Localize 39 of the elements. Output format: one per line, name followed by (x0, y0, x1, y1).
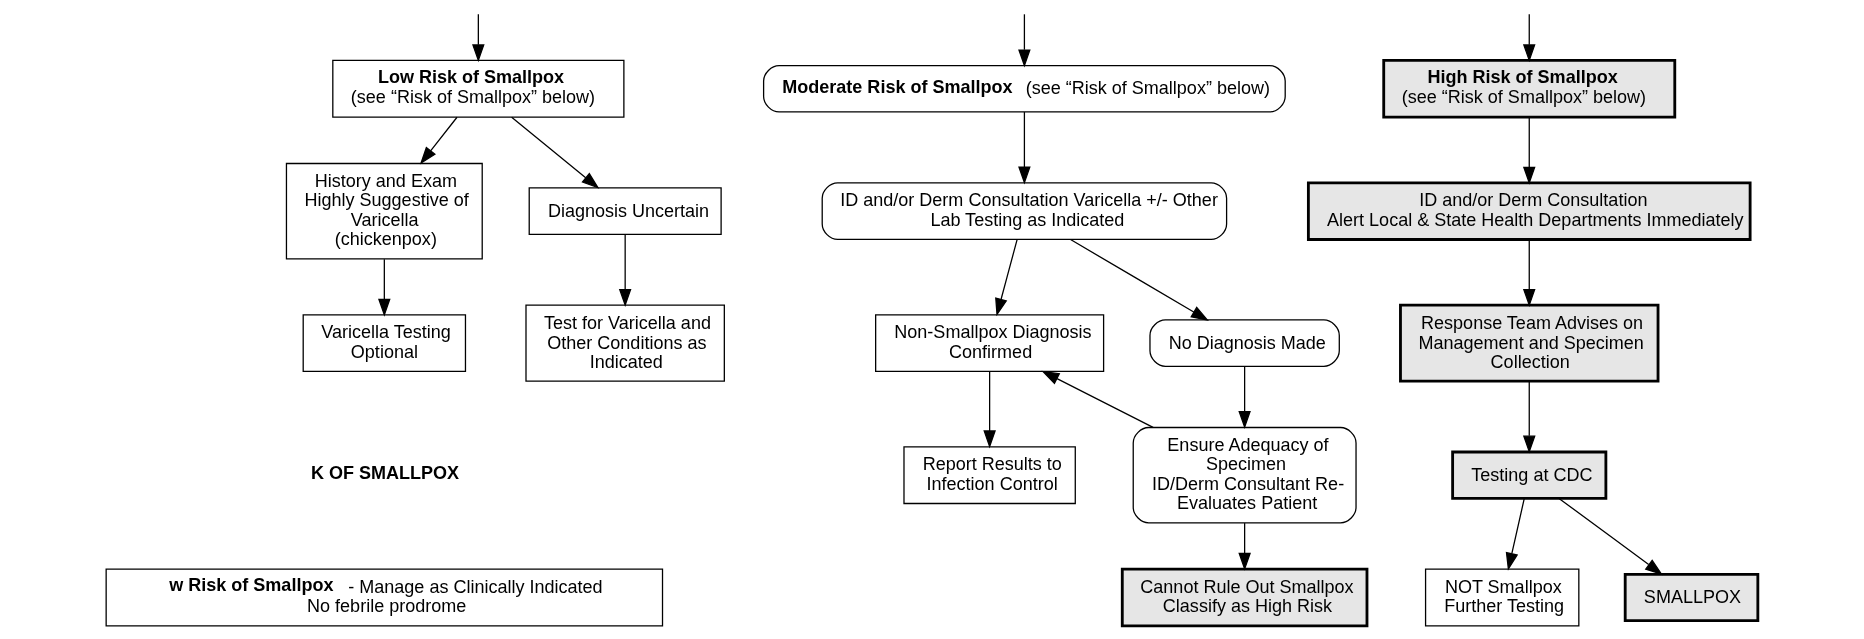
node-box: Report Results to Infection Control (903, 446, 1076, 505)
node-box: Testing at CDC (1451, 450, 1608, 500)
arrow (378, 258, 391, 317)
arrow (1238, 522, 1251, 571)
arrow (1522, 380, 1536, 454)
node-box: ID and/or Derm Consultation Alert Local & State Health Departments Immediately (1306, 181, 1752, 241)
node-box: NOT Smallpox Further Testing (1424, 568, 1580, 627)
arrow (472, 13, 485, 63)
arrow (1041, 370, 1154, 429)
node-box: Response Team Advises on Management and Specimen Collection (1399, 303, 1660, 383)
arrow (1522, 13, 1536, 63)
arrow (1522, 116, 1536, 185)
node-box: Ensure Adequacy of Specimen ID/Derm Consultant Re-Evaluates Patient (1132, 426, 1357, 524)
arrow (618, 233, 632, 307)
node-box: Low Risk of Smallpox (see “Risk of Smallpox” below) (332, 59, 625, 118)
node-box: Moderate Risk of Smallpox (see “Risk of Smallpox” below) (762, 64, 1286, 113)
arrow (1522, 239, 1536, 308)
node-box: Varicella Testing Optional (302, 314, 467, 373)
node-box: No Diagnosis Made (1149, 319, 1340, 367)
node-box: ID and/or Derm Consultation Varicella +/- Other Lab Testing as Indicated (821, 182, 1228, 241)
arrow (1238, 365, 1251, 429)
arrow (1505, 497, 1525, 571)
node-box: Test for Varicella and Other Conditions as Indicated (525, 304, 725, 382)
arrow (1018, 111, 1031, 185)
node-box: w Risk of Smallpox - Manage as Clinically Indicated No febrile prodrome (105, 568, 664, 627)
arrow (983, 371, 996, 449)
arrow (419, 116, 458, 165)
node-box: Non-Smallpox Diagnosis Confirmed (875, 314, 1105, 373)
arrow (511, 116, 600, 189)
node-box: History and Exam Highly Suggestive of Varicella (chickenpox) (285, 162, 483, 260)
node-box: Cannot Rule Out Smallpox Classify as High Risk (1120, 567, 1369, 628)
arrow (1018, 13, 1031, 68)
label: K OF SMALLPOX (310, 462, 460, 483)
node-box: High Risk of Smallpox (see “Risk of Smallpox” below) (1382, 59, 1677, 119)
arrow (1558, 497, 1663, 576)
node-box: SMALLPOX (1623, 572, 1760, 623)
arrow (1069, 238, 1209, 321)
node-box: Diagnosis Uncertain (528, 187, 722, 235)
arrow (995, 239, 1018, 317)
